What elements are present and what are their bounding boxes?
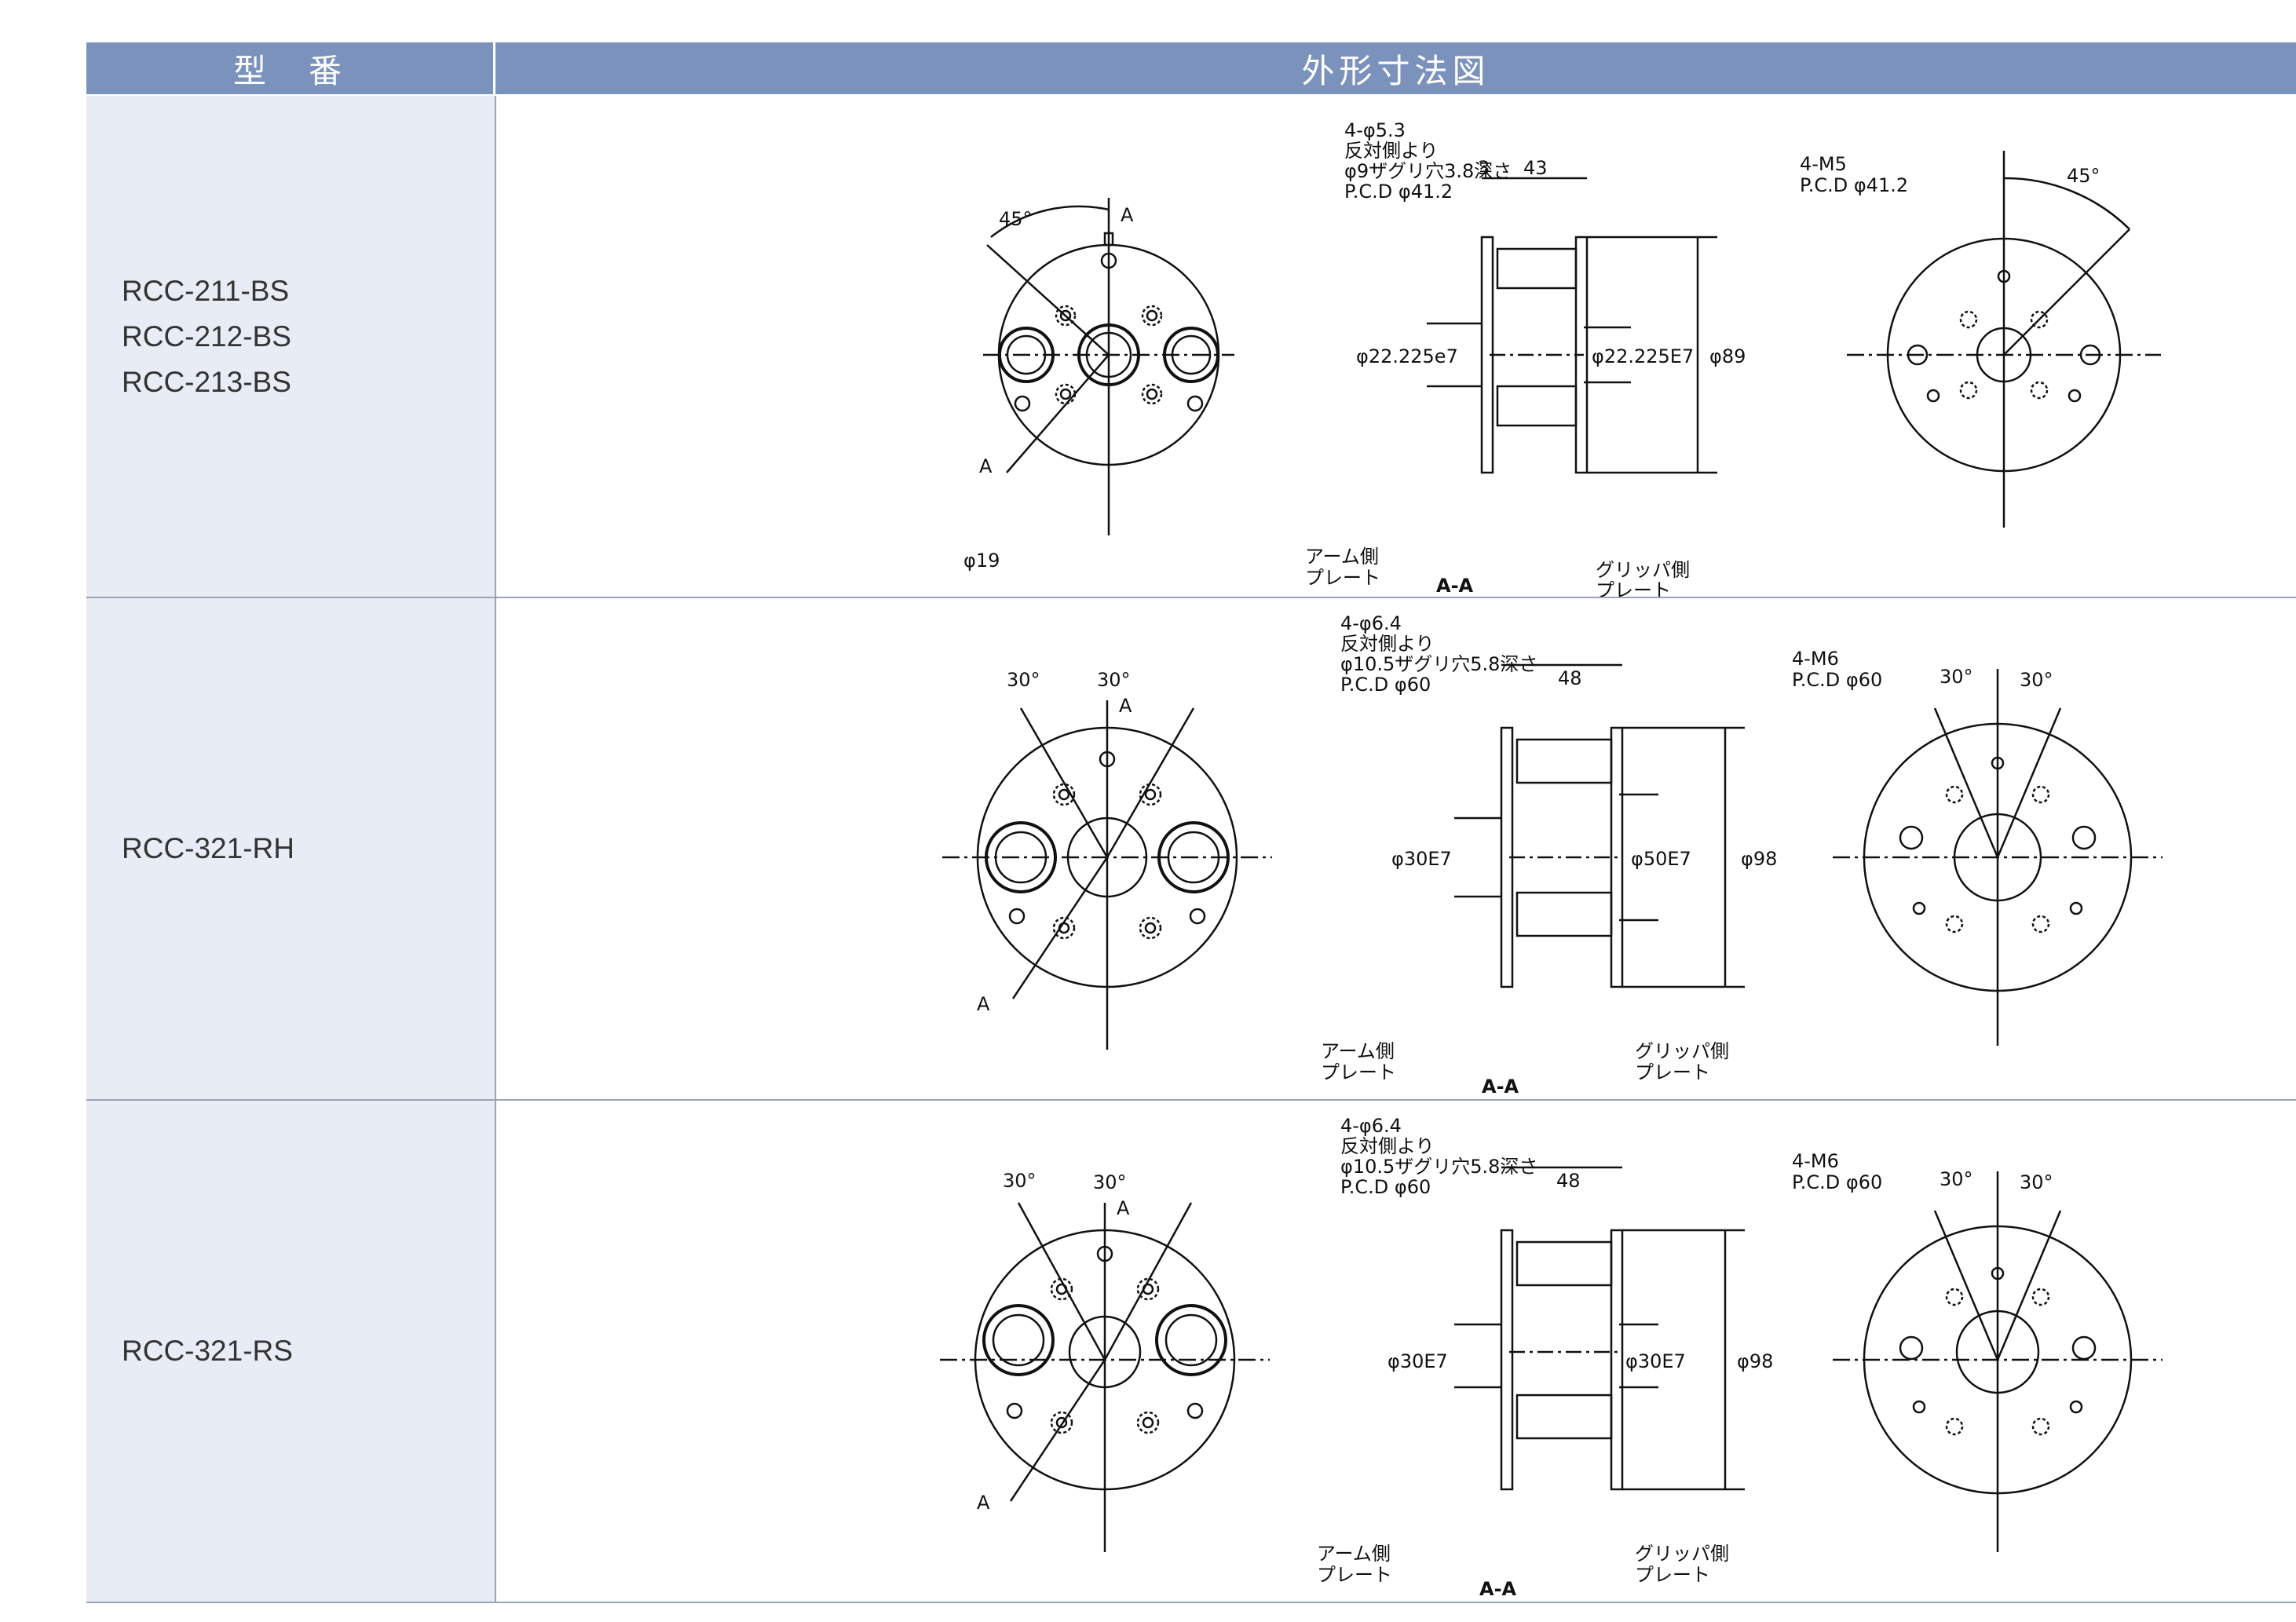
model-cell: RCC-211-BS RCC-212-BS RCC-213-BS bbox=[86, 96, 496, 598]
section-label: A bbox=[1119, 695, 1132, 717]
plate-label: プレート bbox=[1635, 1061, 1710, 1083]
model-number: RCC-321-RS bbox=[122, 1335, 293, 1367]
table-row: RCC-321-RS bbox=[86, 1101, 2296, 1603]
note-text: φ9ザグリ穴3.8深さ bbox=[1344, 160, 1512, 182]
dimension-drawing: 4-φ5.3 反対側より φ9ザグリ穴3.8深さ P.C.D φ41.2 45°… bbox=[963, 119, 2161, 598]
dim-label: φ98 bbox=[1741, 848, 1777, 870]
model-number: RCC-213-BS bbox=[122, 366, 291, 398]
rear-view bbox=[1833, 669, 2163, 1046]
front-view bbox=[940, 1202, 1270, 1552]
drawing-cell: 4-φ6.4 反対側より φ10.5ザグリ穴5.8深さ P.C.D φ60 30… bbox=[496, 598, 2296, 1101]
dim-label: 48 bbox=[1556, 1170, 1581, 1192]
model-number: RCC-212-BS bbox=[122, 320, 291, 353]
note-text: 4-φ6.4 bbox=[1340, 612, 1402, 634]
plate-label: グリッパ側 bbox=[1635, 1040, 1729, 1062]
section-label: A bbox=[977, 993, 990, 1015]
dim-label: φ22.225E7 bbox=[1592, 345, 1694, 367]
front-view bbox=[983, 198, 1234, 535]
dim-label: 3 bbox=[1478, 157, 1490, 179]
plate-label: アーム側 bbox=[1317, 1543, 1391, 1565]
drawing-cell: 4-φ6.4 反対側より φ10.5ザグリ穴5.8深さ P.C.D φ60 30… bbox=[496, 1101, 2296, 1603]
note-text: 反対側より bbox=[1340, 633, 1435, 655]
rear-view bbox=[1847, 151, 2161, 528]
angle-label: 30° bbox=[1940, 666, 1973, 688]
note-text: P.C.D φ60 bbox=[1340, 1176, 1431, 1198]
section-label: A bbox=[979, 455, 993, 477]
dim-label: φ30E7 bbox=[1625, 1350, 1686, 1372]
section-label: A bbox=[977, 1492, 990, 1514]
note-text: 反対側より bbox=[1340, 1135, 1435, 1157]
rear-view bbox=[1833, 1171, 2163, 1552]
plate-label: アーム側 bbox=[1305, 546, 1379, 568]
note-text: 4-φ6.4 bbox=[1340, 1115, 1402, 1137]
dim-label: 43 bbox=[1523, 157, 1548, 179]
dim-label: φ89 bbox=[1709, 345, 1746, 367]
angle-label: 30° bbox=[2020, 1171, 2053, 1193]
section-title: A-A bbox=[1436, 575, 1474, 597]
dim-label: φ30E7 bbox=[1391, 848, 1452, 870]
section-title: A-A bbox=[1482, 1076, 1519, 1098]
dim-label: φ50E7 bbox=[1631, 848, 1691, 870]
angle-label: 45° bbox=[999, 208, 1033, 230]
note-text: P.C.D φ60 bbox=[1792, 1171, 1882, 1193]
plate-label: プレート bbox=[1635, 1564, 1710, 1586]
dimension-drawing: 4-φ6.4 反対側より φ10.5ザグリ穴5.8深さ P.C.D φ60 30… bbox=[940, 1115, 2163, 1600]
angle-label: 30° bbox=[1940, 1168, 1973, 1190]
header-drawing: 外形寸法図 bbox=[495, 42, 2296, 94]
side-view bbox=[1427, 177, 1717, 474]
note-text: φ10.5ザグリ穴5.8深さ bbox=[1340, 1156, 1537, 1178]
angle-label: 30° bbox=[1093, 1171, 1127, 1193]
note-text: P.C.D φ60 bbox=[1340, 674, 1431, 696]
note-text: φ10.5ザグリ穴5.8深さ bbox=[1340, 653, 1537, 675]
header-model: 型 番 bbox=[86, 42, 495, 94]
dim-label: 48 bbox=[1558, 667, 1582, 689]
note-text: P.C.D φ60 bbox=[1792, 669, 1882, 691]
front-view bbox=[942, 700, 1272, 1050]
dim-label: φ19 bbox=[963, 550, 1000, 572]
angle-label: 30° bbox=[1003, 1170, 1036, 1192]
model-number: RCC-321-RH bbox=[122, 832, 294, 864]
section-title: A-A bbox=[1479, 1578, 1517, 1600]
dim-label: φ30E7 bbox=[1387, 1350, 1448, 1372]
table-row: RCC-321-RH bbox=[86, 598, 2296, 1101]
model-cell: RCC-321-RS bbox=[86, 1101, 496, 1603]
note-text: 4-φ5.3 bbox=[1344, 119, 1406, 141]
note-text: P.C.D φ41.2 bbox=[1344, 181, 1453, 203]
angle-label: 30° bbox=[2020, 669, 2053, 691]
plate-label: グリッパ側 bbox=[1635, 1543, 1729, 1565]
note-text: 4-M5 bbox=[1800, 153, 1847, 175]
note-text: 反対側より bbox=[1344, 140, 1439, 162]
plate-label: プレート bbox=[1305, 567, 1380, 589]
plate-label: プレート bbox=[1321, 1061, 1396, 1083]
note-text: 4-M6 bbox=[1792, 1150, 1839, 1172]
section-label: A bbox=[1117, 1197, 1130, 1219]
side-view bbox=[1454, 663, 1745, 988]
table-row: RCC-211-BS RCC-212-BS RCC-213-BS bbox=[86, 96, 2296, 598]
dim-label: φ22.225e7 bbox=[1356, 345, 1458, 367]
section-label: A bbox=[1121, 204, 1134, 226]
dim-label: φ98 bbox=[1737, 1350, 1773, 1372]
dimension-drawing: 4-φ6.4 反対側より φ10.5ザグリ穴5.8深さ P.C.D φ60 30… bbox=[942, 612, 2163, 1098]
model-number: RCC-211-BS bbox=[122, 275, 290, 307]
angle-label: 45° bbox=[2067, 165, 2100, 187]
drawing-cell: 4-φ5.3 反対側より φ9ザグリ穴3.8深さ P.C.D φ41.2 45°… bbox=[496, 96, 2296, 598]
plate-label: プレート bbox=[1317, 1564, 1392, 1586]
note-text: P.C.D φ41.2 bbox=[1800, 174, 1908, 196]
angle-label: 30° bbox=[1097, 669, 1131, 691]
note-text: 4-M6 bbox=[1792, 648, 1839, 670]
angle-label: 30° bbox=[1007, 669, 1040, 691]
plate-label: グリッパ側 bbox=[1596, 559, 1690, 581]
plate-label: アーム側 bbox=[1321, 1040, 1395, 1062]
plate-label: プレート bbox=[1596, 579, 1671, 598]
model-cell: RCC-321-RH bbox=[86, 598, 496, 1101]
side-view bbox=[1454, 1166, 1745, 1491]
